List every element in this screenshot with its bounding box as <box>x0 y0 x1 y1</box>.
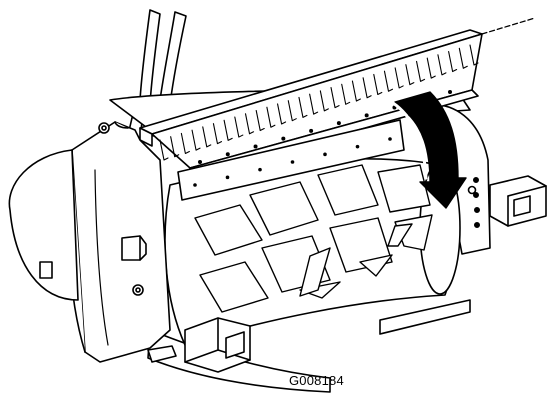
bedbar-tooth <box>202 126 212 148</box>
bedbar-tooth <box>405 64 415 86</box>
bedbar-bolt <box>198 160 202 164</box>
front-mount-bracket <box>184 317 251 373</box>
bedbar-tooth <box>309 93 319 115</box>
bedbar-teeth <box>159 44 479 161</box>
adjuster-bolt <box>258 167 262 172</box>
bedbar-bolt <box>336 121 341 126</box>
adjuster-bolt <box>225 175 230 180</box>
bedbar-tooth <box>191 129 201 151</box>
adjuster-bolt <box>323 152 327 157</box>
bedbar-tooth <box>469 44 479 66</box>
adjustment-knob <box>121 235 147 261</box>
dashed-extension-line <box>481 17 536 35</box>
bedbar-tooth <box>341 83 351 105</box>
bedbar-tooth <box>266 106 276 128</box>
reel-blades <box>194 164 433 313</box>
right-mount-bracket <box>489 175 547 227</box>
bedbar-tooth <box>159 139 169 161</box>
housing-fasteners <box>132 284 177 363</box>
bedbar-tooth <box>170 136 180 158</box>
adjuster-bolt <box>388 137 392 141</box>
bedbar-tooth <box>234 116 244 138</box>
bedbar-tooth <box>437 54 447 76</box>
bedbar-tooth <box>244 113 255 135</box>
bedbar-tooth <box>319 90 329 112</box>
adjuster-bolt <box>193 183 197 187</box>
bedbar-tooth <box>298 96 308 118</box>
bedbar-tooth <box>212 123 222 145</box>
bedbar-tooth <box>223 119 233 141</box>
bedbar-tooth <box>180 132 190 154</box>
bedbar-tooth <box>351 80 361 102</box>
bedbar-bolt <box>448 90 452 94</box>
curved-arrow-icon <box>391 91 467 209</box>
bedbar-tooth <box>330 87 340 109</box>
figure-code: G008184 <box>289 373 344 388</box>
bedbar-bolt <box>364 113 369 118</box>
bedbar-tooth <box>277 103 287 125</box>
bedbar-tooth <box>448 51 458 73</box>
adjuster-bolt <box>290 160 295 164</box>
bedbar-tooth <box>394 67 404 89</box>
bedbar-tooth <box>362 77 372 99</box>
bedbar-tooth <box>458 47 468 69</box>
bedbar-bolt <box>225 152 230 157</box>
bedbar-tooth <box>383 70 394 92</box>
gear-housing <box>67 121 171 363</box>
height-adjuster-plate <box>177 119 405 201</box>
bedbar-bolt <box>309 128 314 133</box>
bedbar-tooth <box>255 109 265 132</box>
left-cover <box>8 149 79 301</box>
bedbar-tooth <box>373 73 383 96</box>
adjuster-bolt <box>355 144 360 149</box>
bedbar-bolt <box>281 136 286 141</box>
bedbar-tooth <box>426 57 436 79</box>
bedbar-bolt <box>253 144 258 149</box>
bedbar-tooth <box>416 60 426 82</box>
bedbar-tooth <box>287 100 297 122</box>
